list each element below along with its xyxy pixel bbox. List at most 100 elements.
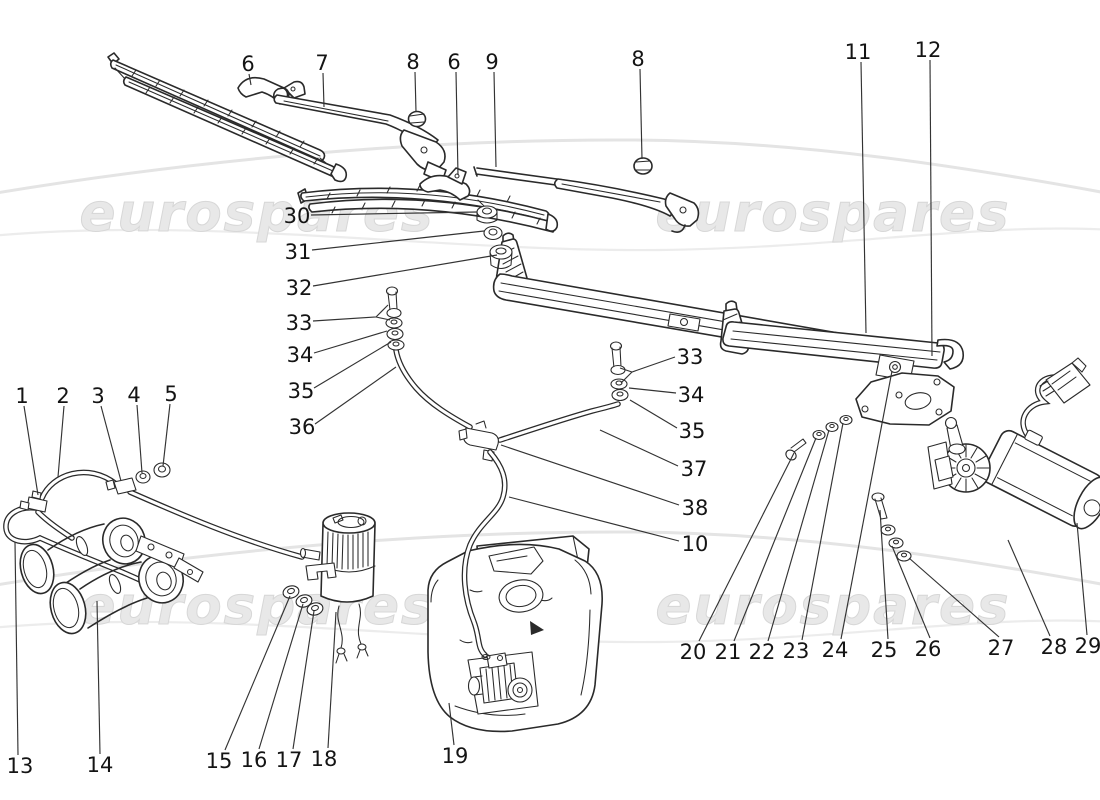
part-number-11: 11 xyxy=(845,40,872,64)
leader-line-21 xyxy=(733,437,817,642)
part-number-4: 4 xyxy=(127,383,140,407)
part-number-24: 24 xyxy=(822,638,849,662)
leader-line-25 xyxy=(879,509,889,640)
leader-line-22 xyxy=(767,429,830,642)
part-number-23: 23 xyxy=(783,639,810,663)
horn-compressor xyxy=(282,512,376,664)
part-number-15: 15 xyxy=(206,749,233,773)
leader-line-23 xyxy=(801,422,844,641)
washer-tee-connector xyxy=(458,420,499,462)
leader-line-14 xyxy=(96,600,101,755)
washer-jet-left xyxy=(385,286,405,351)
watermark-text: eurospares xyxy=(79,576,434,637)
part-number-8: 8 xyxy=(406,50,419,74)
part-number-1: 1 xyxy=(15,384,28,408)
leader-line-33 xyxy=(312,304,389,322)
leader-line-33 xyxy=(375,316,391,321)
leader-line-32 xyxy=(312,254,498,287)
part-number-19: 19 xyxy=(442,744,469,768)
watermark-layer: eurospares eurospares eurospares eurospa… xyxy=(0,138,1100,644)
watermark-text: eurospares xyxy=(655,183,1010,244)
part-number-35: 35 xyxy=(288,379,315,403)
wiper-arm-upper xyxy=(272,87,447,183)
part-number-21: 21 xyxy=(715,640,742,664)
leader-line-7 xyxy=(322,72,325,108)
part-number-22: 22 xyxy=(749,640,776,664)
leader-line-19 xyxy=(448,702,455,746)
leader-line-18 xyxy=(327,611,337,749)
leader-line-33 xyxy=(620,371,633,384)
washer-and-horn-hoses xyxy=(3,347,621,592)
leader-line-6 xyxy=(248,73,252,86)
leader-line-12 xyxy=(929,59,933,357)
leader-line-11 xyxy=(860,61,867,334)
leader-line-2 xyxy=(57,405,65,478)
part-number-36: 36 xyxy=(289,415,316,439)
part-number-33: 33 xyxy=(286,311,313,335)
part-number-7: 7 xyxy=(315,51,328,75)
leader-line-13 xyxy=(14,541,19,756)
leader-line-29 xyxy=(1076,522,1088,636)
part-number-35: 35 xyxy=(679,419,706,443)
part-number-31: 31 xyxy=(285,240,312,264)
leader-line-17 xyxy=(292,610,315,750)
part-number-30: 30 xyxy=(284,204,311,228)
leader-line-37 xyxy=(599,429,679,467)
wiper-linkage xyxy=(492,232,965,394)
part-number-34: 34 xyxy=(678,383,705,407)
leader-line-33 xyxy=(619,356,676,373)
part-number-12: 12 xyxy=(915,38,942,62)
part-number-34: 34 xyxy=(287,343,314,367)
leader-line-24 xyxy=(840,370,893,640)
part-number-13: 13 xyxy=(7,754,34,778)
watermark-text: eurospares xyxy=(655,576,1010,637)
part-number-9: 9 xyxy=(485,50,498,74)
leader-line-35 xyxy=(629,399,678,429)
leader-line-8 xyxy=(639,68,643,160)
leader-line-30 xyxy=(310,211,478,216)
part-number-29: 29 xyxy=(1075,634,1100,658)
part-number-27: 27 xyxy=(988,636,1015,660)
washer-supply-hose xyxy=(461,449,508,661)
part-number-28: 28 xyxy=(1041,635,1068,659)
wiper-motor xyxy=(871,357,1100,562)
part-number-26: 26 xyxy=(915,637,942,661)
part-number-14: 14 xyxy=(87,753,114,777)
wiper-blade-lower xyxy=(297,167,559,233)
leader-line-20 xyxy=(698,452,795,642)
part-number-2: 2 xyxy=(56,384,69,408)
part-number-20: 20 xyxy=(680,640,707,664)
leader-line-34 xyxy=(628,387,677,394)
leader-line-5 xyxy=(162,403,171,467)
motor-mount-plate xyxy=(855,372,955,426)
leader-line-27 xyxy=(908,557,1000,638)
part-number-25: 25 xyxy=(871,638,898,662)
wiper-arm-lower xyxy=(473,157,700,233)
part-number-18: 18 xyxy=(311,747,338,771)
part-number-5: 5 xyxy=(164,382,177,406)
leader-line-4 xyxy=(136,404,143,474)
leader-line-38 xyxy=(500,444,680,506)
leader-line-31 xyxy=(311,230,485,251)
leader-line-28 xyxy=(1007,539,1051,637)
part-number-32: 32 xyxy=(286,276,313,300)
part-number-10: 10 xyxy=(682,532,709,556)
part-number-3: 3 xyxy=(91,384,104,408)
washer-bag xyxy=(427,535,603,733)
part-number-6: 6 xyxy=(447,50,460,74)
part-number-38: 38 xyxy=(682,496,709,520)
washer-bag-pump xyxy=(467,651,539,715)
leader-line-35 xyxy=(313,341,392,389)
leader-line-6 xyxy=(455,71,459,176)
part-number-6: 6 xyxy=(241,52,254,76)
leader-line-16 xyxy=(258,603,304,750)
part-number-16: 16 xyxy=(241,748,268,772)
part-number-8: 8 xyxy=(631,47,644,71)
air-horns xyxy=(19,462,204,635)
leader-line-3 xyxy=(100,405,122,482)
leader-line-15 xyxy=(224,595,291,751)
part-number-33: 33 xyxy=(677,345,704,369)
